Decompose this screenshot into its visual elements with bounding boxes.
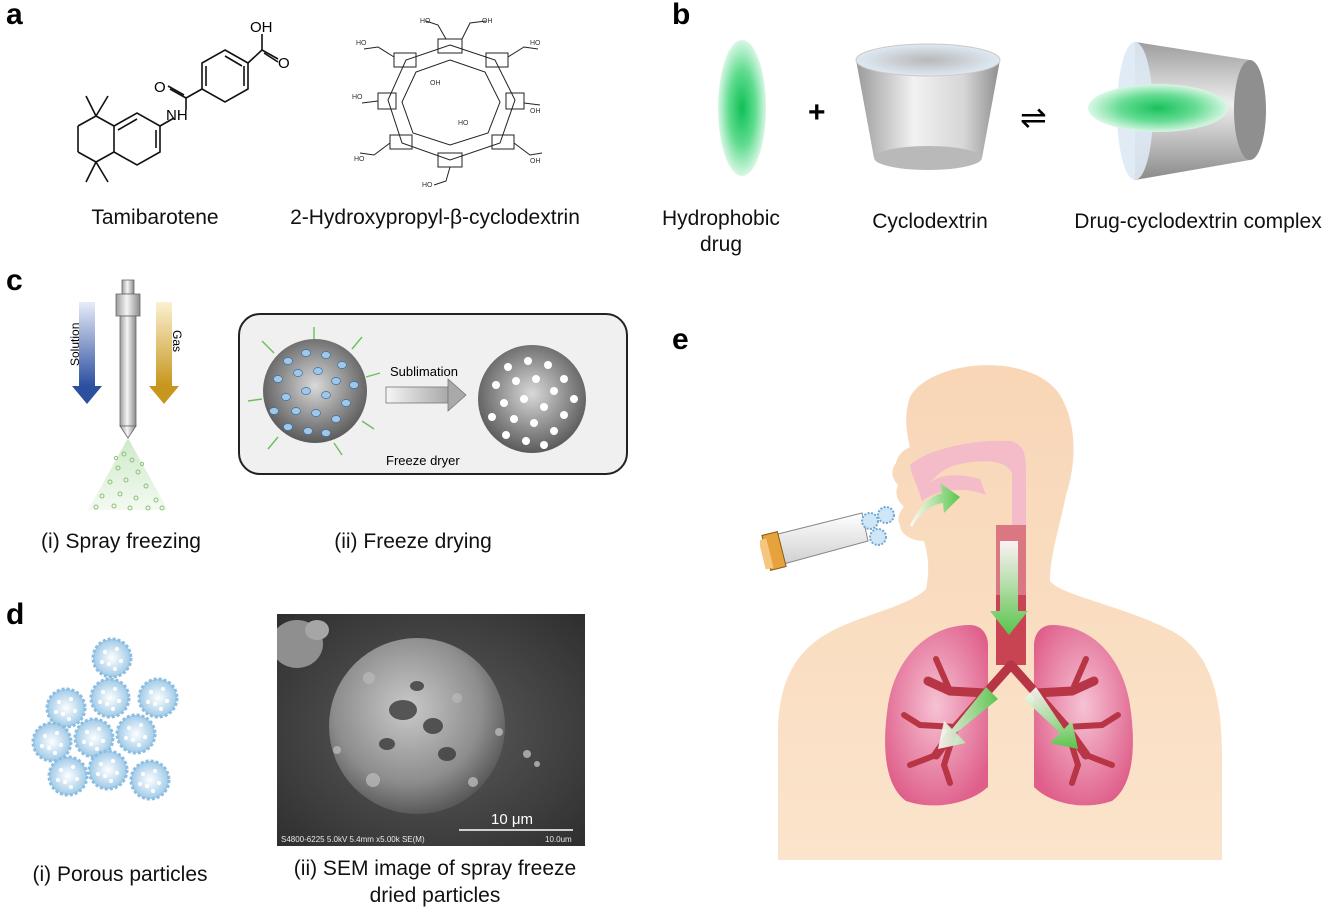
spray-freezing-diagram: Solution Gas (68, 279, 184, 511)
sem-scale-text: 10.0um (545, 835, 572, 844)
porous-particles-cluster (31, 637, 179, 801)
panel-a-letter: a (6, 0, 23, 31)
inhaler-device (760, 512, 869, 572)
inhaled-particles (861, 506, 895, 546)
right-lung (1034, 625, 1133, 806)
nasal-cavity (910, 440, 1026, 525)
atom-o-acid: O (278, 55, 290, 72)
freeze-drying-diagram: Sublimation Freeze dryer (247, 327, 586, 468)
panel-d-letter: d (6, 598, 25, 631)
dried-particle (478, 345, 586, 453)
complex-label: Drug-cyclodextrin complex (1074, 210, 1322, 233)
svg-text:OH: OH (482, 18, 493, 25)
freeze-drying-caption: (ii) Freeze drying (334, 530, 492, 553)
panel-c-letter: c (6, 264, 23, 297)
panel-e-letter: e (672, 323, 689, 356)
inhale-arrow-right-bronchus (1024, 687, 1078, 749)
freeze-dryer-label: Freeze dryer (386, 453, 460, 468)
nozzle (115, 279, 141, 439)
panel-b-letter: b (672, 0, 691, 31)
spray-freezing-caption: (i) Spray freezing (41, 530, 201, 553)
cyclodextrin-label: 2-Hydroxypropyl-β-cyclodextrin (290, 206, 580, 229)
sem-scale-label: 10 μm (491, 811, 533, 828)
solution-arrow (72, 302, 102, 404)
sublimation-arrow (385, 378, 467, 412)
tamibarotene-structure: OH O O NH (77, 19, 290, 183)
svg-text:HO: HO (356, 40, 367, 47)
svg-text:OH: OH (530, 108, 541, 115)
frozen-particle (247, 327, 381, 456)
inhale-arrow-left-bronchus (938, 687, 998, 749)
drug-cyclodextrin-complex (1088, 42, 1266, 180)
plus-sign: + (808, 96, 826, 129)
svg-text:HO: HO (458, 120, 469, 127)
inhale-arrow-trachea (990, 541, 1028, 635)
gas-arrow (149, 302, 179, 404)
hydrophobic-drug-label-1: Hydrophobic (662, 207, 780, 230)
svg-text:HO: HO (530, 40, 541, 47)
svg-text:HO: HO (420, 18, 431, 25)
atom-o-amide: O (154, 79, 166, 96)
cyclodextrin-cup (855, 43, 1001, 170)
sem-caption-line2: dried particles (369, 884, 501, 907)
sem-info-text: S4800-6225 5.0kV 5.4mm x5.00k SE(M) (281, 835, 425, 844)
hydrophobic-drug-label-2: drug (700, 233, 743, 256)
svg-text:HO: HO (354, 156, 365, 163)
equilibrium-arrows: ⇌ (1020, 99, 1047, 135)
svg-text:HO: HO (352, 94, 363, 101)
inhale-arrow-mouth (910, 483, 960, 527)
gas-label: Gas (170, 330, 184, 352)
solution-label: Solution (68, 323, 82, 366)
inhalation-diagram (760, 365, 1222, 860)
sem-caption-line1: (ii) SEM image of spray freeze (293, 857, 577, 880)
tamibarotene-label: Tamibarotene (91, 206, 219, 229)
cyclodextrin-structure: HO OH HO OH OH HO HO HO HO OH HO (352, 18, 543, 189)
spray-cone (88, 438, 168, 510)
cyclodextrin-cup-label: Cyclodextrin (872, 210, 988, 233)
atom-nh: NH (166, 107, 188, 124)
complexation-diagram: + ⇌ (718, 40, 1266, 180)
atom-oh: OH (250, 19, 273, 36)
hydrophobic-drug-shape (718, 40, 766, 176)
left-lung (885, 625, 988, 806)
svg-text:HO: HO (422, 182, 433, 189)
svg-text:OH: OH (430, 80, 441, 87)
svg-text:OH: OH (530, 158, 541, 165)
porous-particles-caption: (i) Porous particles (32, 863, 208, 886)
sem-image: 10 μm S4800-6225 5.0kV 5.4mm x5.00k SE(M… (277, 614, 585, 846)
sublimation-label: Sublimation (390, 364, 458, 379)
